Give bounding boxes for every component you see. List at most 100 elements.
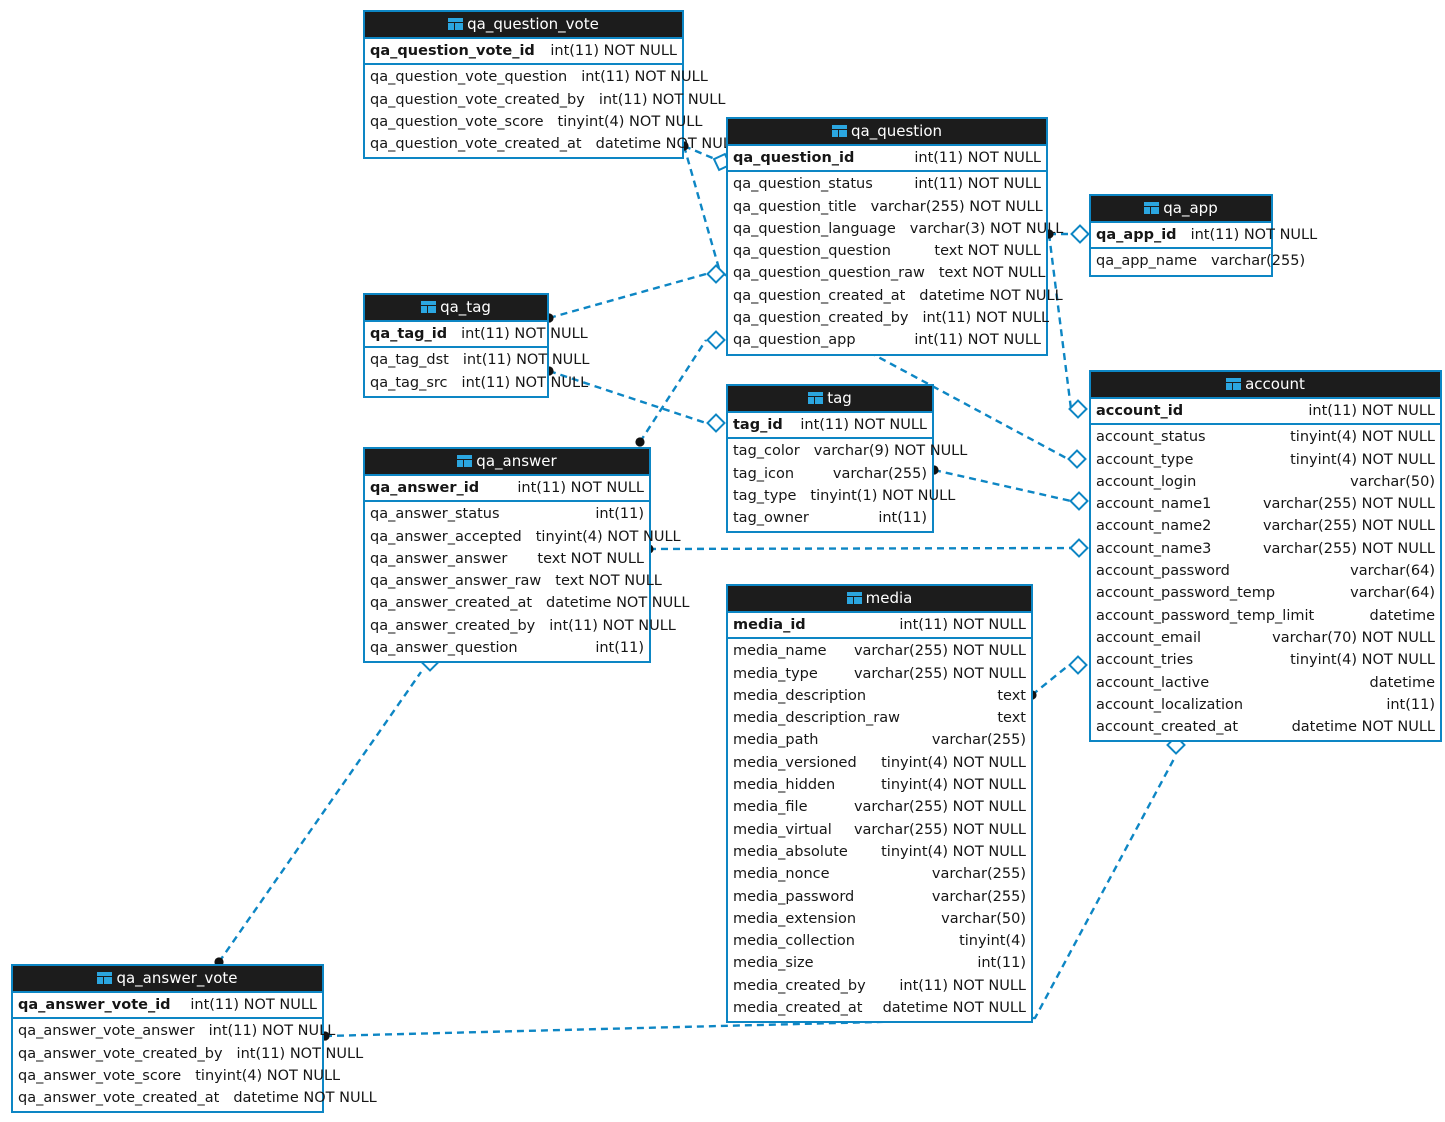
entity-header-account[interactable]: account [1091, 372, 1440, 397]
entity-header-qa_app[interactable]: qa_app [1091, 196, 1271, 221]
entity-header-qa_answer[interactable]: qa_answer [365, 449, 649, 474]
column-type: datetime NOT NULL [546, 595, 690, 612]
entity-header-qa_question_vote[interactable]: qa_question_vote [365, 12, 682, 37]
column-name: qa_question_title [733, 198, 857, 215]
entity-header-media[interactable]: media [728, 586, 1031, 611]
column-name: qa_question_vote_created_by [370, 91, 585, 108]
entity-header-qa_tag[interactable]: qa_tag [365, 295, 547, 320]
column-type: varchar(255) [931, 866, 1026, 883]
column-type: varchar(9) NOT NULL [813, 443, 968, 460]
column-type: varchar(255) [832, 465, 927, 482]
entity-header-qa_question[interactable]: qa_question [728, 119, 1046, 144]
column-type: int(11) NOT NULL [914, 332, 1041, 349]
entity-header-qa_answer_vote[interactable]: qa_answer_vote [13, 966, 322, 991]
column-name: account_name2 [1096, 518, 1212, 535]
entity-header-tag[interactable]: tag [728, 386, 932, 411]
entity-title: qa_question_vote [467, 15, 599, 33]
